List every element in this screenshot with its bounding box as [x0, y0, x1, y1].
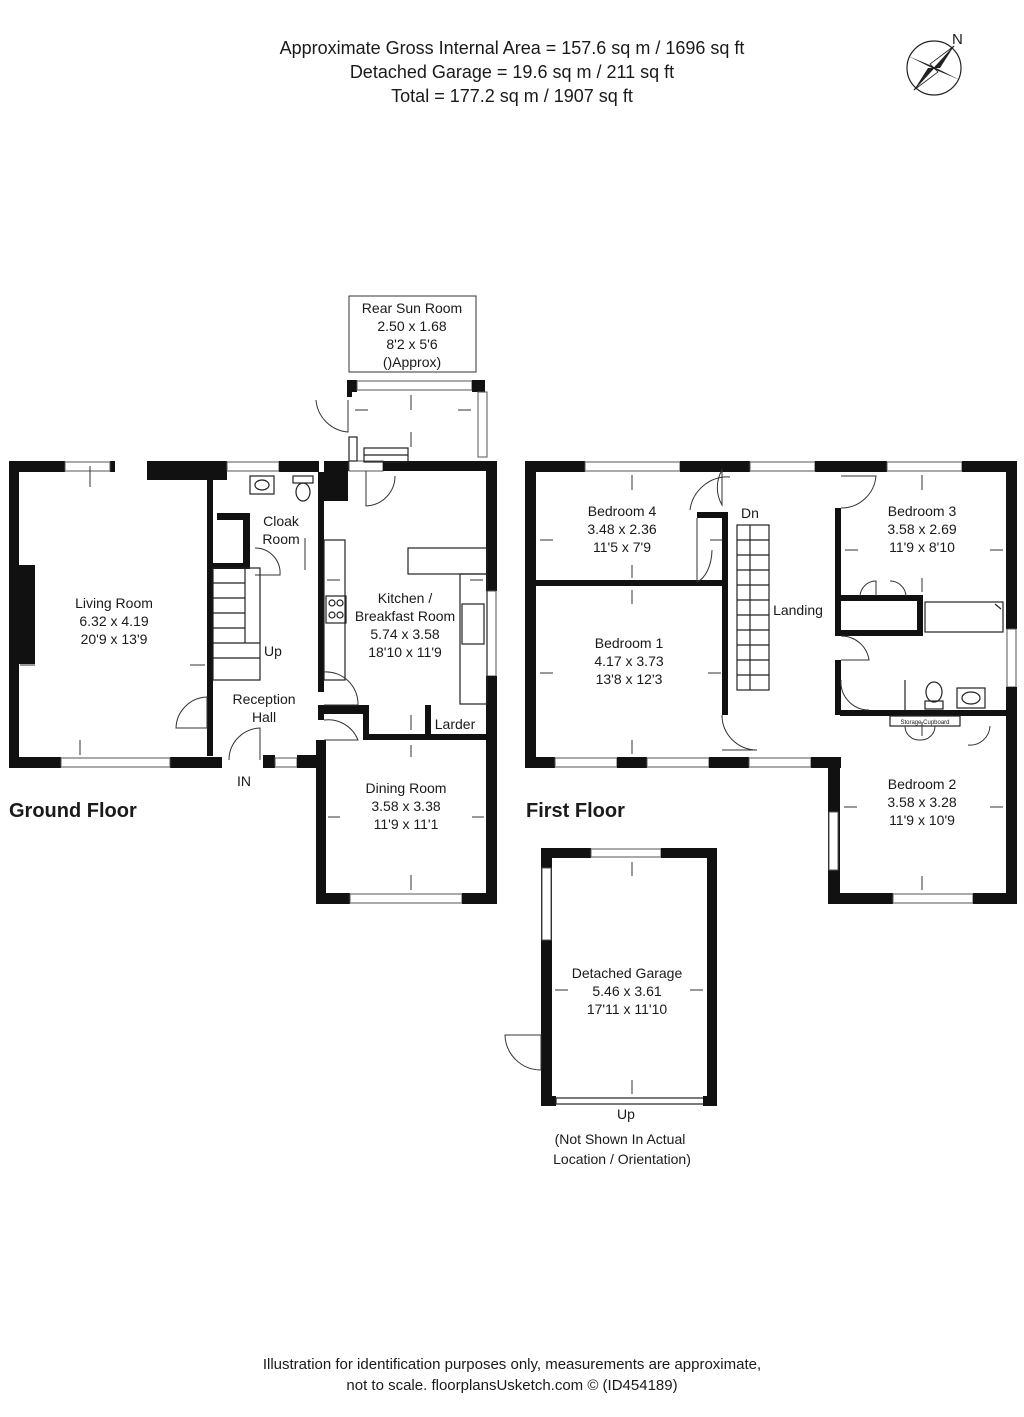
- bedroom-1-metric: 4.17 x 3.73: [594, 653, 663, 669]
- room-bedroom-4: Bedroom 4 3.48 x 2.36 11'5 x 7'9: [587, 503, 656, 555]
- ground-stairs-up-label: Up: [264, 643, 282, 659]
- bedroom-4-name: Bedroom 4: [588, 503, 657, 519]
- living-room-name: Living Room: [75, 595, 153, 611]
- bedroom-4-metric: 3.48 x 2.36: [587, 521, 656, 537]
- room-bedroom-1: Bedroom 1 4.17 x 3.73 13'8 x 12'3: [594, 635, 663, 687]
- ground-floor-label: Ground Floor: [9, 800, 137, 822]
- sun-room-imperial: 8'2 x 5'6: [386, 336, 437, 352]
- bedroom-1-name: Bedroom 1: [595, 635, 664, 651]
- reception-hall-name-1: Reception: [232, 691, 295, 707]
- cloak-room-name-1: Cloak: [263, 513, 300, 529]
- bedroom-2-imperial: 11'9 x 10'9: [889, 812, 955, 828]
- larder-label: Larder: [435, 716, 476, 732]
- bedroom-3-imperial: 11'9 x 8'10: [889, 539, 955, 555]
- garage-door-up-label: Up: [617, 1106, 635, 1122]
- area-line-garage: Detached Garage = 19.6 sq m / 211 sq ft: [349, 62, 675, 82]
- room-reception-hall: Reception Hall: [232, 691, 295, 725]
- sun-room-metric: 2.50 x 1.68: [377, 318, 446, 334]
- bedroom-1-imperial: 13'8 x 12'3: [596, 671, 663, 687]
- kitchen-name-1: Kitchen /: [378, 590, 433, 606]
- compass-north-label: N: [952, 31, 963, 48]
- living-room-metric: 6.32 x 4.19: [79, 613, 148, 629]
- landing-label: Landing: [773, 602, 823, 618]
- room-bedroom-2: Bedroom 2 3.58 x 3.28 11'9 x 10'9: [887, 776, 956, 828]
- storage-cupboard-label: Storage Cupboard: [900, 720, 949, 726]
- room-garage: Detached Garage 5.46 x 3.61 17'11 x 11'1…: [572, 965, 683, 1017]
- room-dining: Dining Room 3.58 x 3.38 11'9 x 11'1: [366, 780, 447, 832]
- garage-name: Detached Garage: [572, 965, 683, 981]
- entrance-in-label: IN: [237, 773, 251, 789]
- bedroom-3-name: Bedroom 3: [888, 503, 957, 519]
- garage-metric: 5.46 x 3.61: [592, 983, 661, 999]
- room-living: Living Room 6.32 x 4.19 20'9 x 13'9: [75, 595, 153, 647]
- compass-icon: N: [906, 31, 963, 96]
- sun-room-name: Rear Sun Room: [362, 300, 462, 316]
- area-line-gross: Approximate Gross Internal Area = 157.6 …: [279, 38, 745, 58]
- bedroom-2-metric: 3.58 x 3.28: [887, 794, 956, 810]
- bedroom-3-metric: 3.58 x 2.69: [887, 521, 956, 537]
- garage-imperial: 17'11 x 11'10: [587, 1001, 668, 1017]
- bedroom-4-imperial: 11'5 x 7'9: [593, 539, 651, 555]
- dining-room-name: Dining Room: [366, 780, 447, 796]
- room-cloak: Cloak Room: [262, 513, 300, 547]
- dimension-markers: [20, 395, 1003, 1094]
- room-sun-room: Rear Sun Room 2.50 x 1.68 8'2 x 5'6 ()Ap…: [362, 300, 462, 370]
- first-floor-label: First Floor: [526, 800, 625, 822]
- disclaimer-line-2: not to scale. floorplansUsketch.com © (I…: [346, 1377, 678, 1394]
- ground-stairs: [212, 567, 261, 681]
- bedroom-2-name: Bedroom 2: [888, 776, 957, 792]
- dining-room-metric: 3.58 x 3.38: [371, 798, 440, 814]
- kitchen-metric: 5.74 x 3.58: [370, 626, 439, 642]
- kitchen-name-2: Breakfast Room: [355, 608, 455, 624]
- dining-room-imperial: 11'9 x 11'1: [374, 816, 439, 832]
- stairs-down-label: Dn: [741, 505, 759, 521]
- reception-hall-name-2: Hall: [252, 709, 276, 725]
- garage-note-line-2: Location / Orientation): [553, 1151, 691, 1167]
- room-bedroom-3: Bedroom 3 3.58 x 2.69 11'9 x 8'10: [887, 503, 956, 555]
- area-line-total: Total = 177.2 sq m / 1907 sq ft: [391, 86, 633, 106]
- disclaimer-line-1: Illustration for identification purposes…: [262, 1356, 762, 1373]
- room-kitchen: Kitchen / Breakfast Room 5.74 x 3.58 18'…: [355, 590, 455, 660]
- garage-note-line-1: (Not Shown In Actual: [555, 1131, 686, 1147]
- living-room-imperial: 20'9 x 13'9: [81, 631, 148, 647]
- kitchen-imperial: 18'10 x 11'9: [368, 644, 442, 660]
- sun-room-note: ()Approx): [383, 354, 441, 370]
- cloak-room-name-2: Room: [262, 531, 299, 547]
- first-floor-stairs: [736, 524, 770, 691]
